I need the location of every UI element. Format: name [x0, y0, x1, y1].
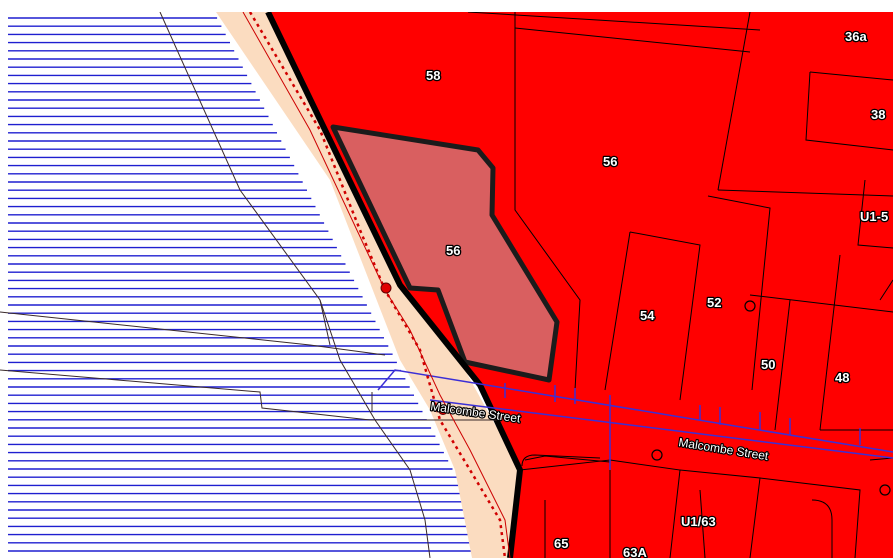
thick-boundary: [265, 12, 523, 558]
lot-label-36a: 36a: [845, 29, 867, 44]
road-reserve: [216, 12, 520, 558]
selected-parcel[interactable]: [330, 124, 560, 383]
easement-lines: [377, 369, 893, 470]
survey-marker[interactable]: [380, 282, 392, 294]
lot-label-56: 56: [603, 154, 617, 169]
parcel-boundaries: [467, 12, 893, 558]
dotted-alignment-line: [248, 12, 507, 558]
lot-label-38: 38: [871, 107, 885, 122]
lot-label-58: 58: [426, 68, 440, 83]
hatched-zone: [8, 17, 496, 552]
node-marker[interactable]: [651, 449, 663, 461]
node-marker[interactable]: [879, 484, 891, 496]
lot-label-65: 65: [554, 536, 568, 551]
road-centerline: [242, 12, 511, 558]
survey-marker[interactable]: [438, 405, 448, 415]
lot-lines-west: [0, 12, 500, 558]
lot-label-63a: 63A: [623, 545, 647, 558]
node-marker[interactable]: [744, 300, 756, 312]
lot-label-u1-63: U1/63: [681, 514, 716, 529]
lot-label-52: 52: [707, 295, 721, 310]
lot-label-54: 54: [640, 308, 655, 323]
lot-label-48: 48: [835, 370, 849, 385]
lot-label-50: 50: [761, 357, 775, 372]
lot-label-u1-5: U1-5: [860, 209, 888, 224]
lot-label-56-selected: 56: [446, 243, 460, 258]
